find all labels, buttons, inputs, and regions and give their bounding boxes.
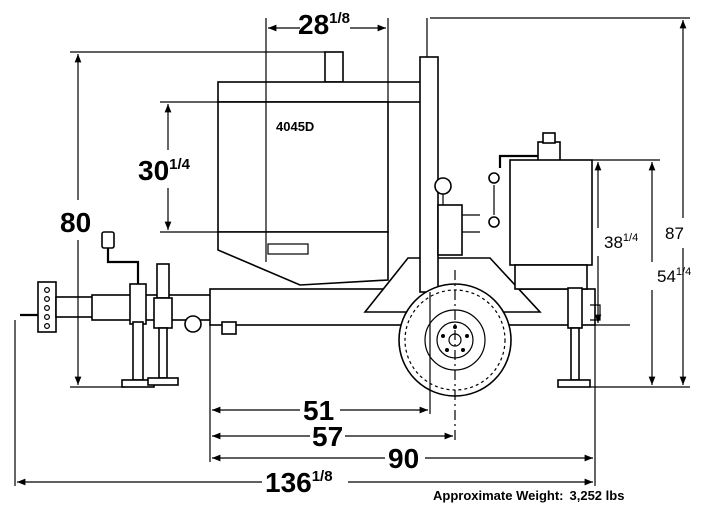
exhaust-post bbox=[419, 18, 439, 293]
dim-right-height-2: 541/4 bbox=[657, 266, 691, 286]
weight-label: Approximate Weight: bbox=[433, 488, 564, 503]
engine-model-label: 4045D bbox=[276, 119, 314, 134]
dim-top-width: 281/8 bbox=[298, 9, 350, 40]
dim-overall-length: 1361/8 bbox=[265, 467, 333, 498]
dim-length-51: 51 bbox=[303, 395, 334, 426]
dim-length-57: 57 bbox=[312, 421, 343, 452]
dim-overall-height-right: 87 bbox=[665, 224, 684, 243]
discharge-pipe bbox=[498, 154, 548, 168]
dim-length-90: 90 bbox=[388, 443, 419, 474]
equipment-illustration: 4045D bbox=[20, 18, 601, 442]
engine-enclosure: 4045D bbox=[217, 51, 424, 286]
pressure-gauge bbox=[434, 177, 452, 205]
dimension-labels: 281/8 301/4 80 381/4 541/4 87 51 57 90 1… bbox=[60, 9, 691, 498]
tank bbox=[509, 132, 593, 290]
pump-housing bbox=[437, 204, 480, 256]
jack-stand-rear bbox=[557, 287, 591, 388]
tow-ring bbox=[184, 315, 202, 333]
tongue-hitch bbox=[20, 281, 213, 333]
jack-stand-rear-tongue bbox=[147, 263, 179, 386]
dim-right-height-1: 381/4 bbox=[604, 232, 638, 252]
dimension-lines bbox=[14, 17, 690, 486]
dim-overall-height-left: 80 bbox=[60, 207, 91, 238]
approximate-weight: Approximate Weight: 3,252 lbs bbox=[433, 488, 624, 503]
weight-value: 3,252 lbs bbox=[570, 488, 625, 503]
jack-stand-front bbox=[101, 231, 155, 388]
dim-engine-height: 301/4 bbox=[138, 155, 191, 186]
